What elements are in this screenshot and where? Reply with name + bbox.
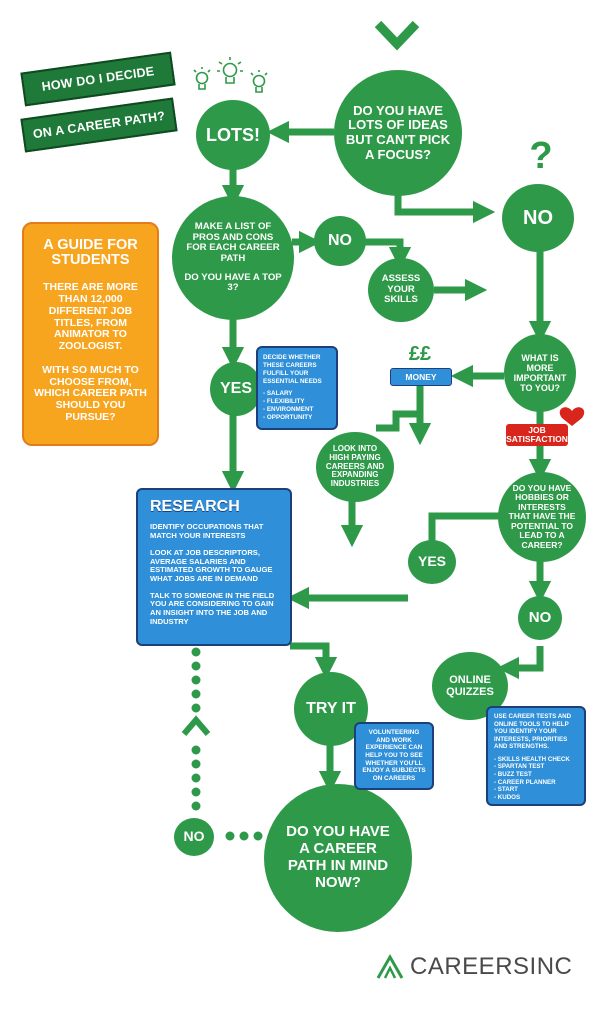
money-tag: MONEY [390,368,452,386]
needs-item: - ENVIRONMENT [263,406,314,414]
money-tag-text: MONEY [405,371,437,382]
career-test-item: - SKILLS HEALTH CHECK [494,755,570,763]
needs-item: - FLEXIBILITY [263,398,305,406]
online-quizzes-text: ONLINE QUIZZES [446,673,494,698]
arrow-no-to-assess [364,238,412,270]
final-question-text: DO YOU HAVE A CAREER PATH IN MIND NOW? [286,823,390,891]
lightbulb-icon [217,57,243,84]
chevron-down-icon [374,20,420,51]
look-into-text: LOOK INTO HIGH PAYING CAREERS AND EXPAND… [325,443,385,489]
list-pros-node: MAKE A LIST OF PROS AND CONS FOR EACH CA… [172,196,294,320]
career-tests-intro: USE CAREER TESTS AND ONLINE TOOLS TO HEL… [494,713,572,751]
logo-mark-icon [376,954,404,979]
line-money-to-lookinto [376,386,424,432]
career-test-item: - BUZZ TEST [494,770,532,778]
assess-skills-text: ASSESS YOUR SKILLS [381,273,421,306]
arrow-no-to-quizzes [496,646,544,680]
start-question-text: DO YOU HAVE LOTS OF IDEAS BUT CAN'T PICK… [345,102,451,162]
career-test-item: - START [494,786,518,794]
research-box: RESEARCH IDENTIFY OCCUPATIONS THAT MATCH… [136,488,292,646]
lots-text: LOTS! [206,124,260,145]
arrow-research-to-tryit [290,642,338,680]
line-hobbies-to-yes [428,512,500,542]
no-mid-text: NO [328,232,352,250]
lots-node: LOTS! [196,100,270,170]
no-right-text: NO [528,608,552,626]
research-paragraph-3: TALK TO SOMEONE IN THE FIELD YOU ARE CON… [150,590,275,626]
start-question-node: DO YOU HAVE LOTS OF IDEAS BUT CAN'T PICK… [334,70,462,196]
career-tests-box: USE CAREER TESTS AND ONLINE TOOLS TO HEL… [486,706,586,806]
final-question-node: DO YOU HAVE A CAREER PATH IN MIND NOW? [264,784,412,932]
career-test-item: - CAREER PLANNER [494,778,556,786]
question-mark-icon: ? [529,135,553,177]
assess-skills-node: ASSESS YOUR SKILLS [368,258,434,322]
career-test-item: - SPARTAN TEST [494,763,545,771]
logo-wordmark: CAREERSINC [410,953,572,981]
volunteering-box: VOLUNTEERING AND WORK EXPERIENCE CAN HEL… [354,722,434,790]
yes-right-node: YES [408,540,456,584]
guide-title: A GUIDE FOR STUDENTS [43,237,138,269]
no-right-node: NO [518,596,562,640]
guide-paragraph-2: WITH SO MUCH TO CHOOSE FROM, WHICH CAREE… [34,363,147,423]
hobbies-question-text: DO YOU HAVE HOBBIES OR INTERESTS THAT HA… [508,482,576,550]
no-top-text: NO [523,206,553,229]
job-satisfaction-text: JOB SATISFACTION [506,425,568,444]
try-it-text: TRY IT [306,700,356,718]
yes-left-node: YES [210,362,262,416]
job-satisfaction-tag: JOB SATISFACTION [506,424,568,446]
pound-icon: ££ [408,343,432,365]
list-pros-text: MAKE A LIST OF PROS AND CONS FOR EACH CA… [186,220,280,264]
no-final-text: NO [183,828,205,845]
lightbulb-icons [193,57,268,93]
important-question-node: WHAT IS MORE IMPORTANT TO YOU? [504,334,576,412]
no-top-node: NO [502,184,574,252]
yes-right-text: YES [417,553,446,570]
logo-word-bold: CAREERS [410,953,530,980]
needs-item: - OPPORTUNITY [263,414,313,422]
look-into-node: LOOK INTO HIGH PAYING CAREERS AND EXPAND… [316,432,394,502]
important-question-text: WHAT IS MORE IMPORTANT TO YOU? [513,352,567,394]
no-final-node: NO [174,818,214,856]
heart-icon [559,407,585,426]
banner-line1-text: HOW DO I DECIDE [40,64,156,94]
chevron-up-icon [181,715,211,736]
dotted-loop [191,647,263,841]
lightbulb-icon [250,70,268,93]
lightbulb-icon [193,67,211,90]
career-test-item: - KUDOS [494,793,521,801]
essential-needs-intro: DECIDE WHETHER THESE CAREERS FULFILL YOU… [263,354,322,385]
hobbies-question-node: DO YOU HAVE HOBBIES OR INTERESTS THAT HA… [498,472,586,562]
research-title: RESEARCH [150,498,240,515]
logo-word-light: INC [529,953,573,980]
careersinc-logo: CAREERSINC [376,953,572,981]
guide-paragraph-1: THERE ARE MORE THAN 12,000 DIFFERENT JOB… [43,281,138,353]
essential-needs-box: DECIDE WHETHER THESE CAREERS FULFILL YOU… [256,346,338,430]
volunteering-text: VOLUNTEERING AND WORK EXPERIENCE CAN HEL… [362,729,426,783]
top3-question-text: DO YOU HAVE A TOP 3? [184,271,282,294]
research-paragraph-1: IDENTIFY OCCUPATIONS THAT MATCH YOUR INT… [150,522,264,541]
no-mid-node: NO [314,216,366,266]
guide-box: A GUIDE FOR STUDENTS THERE ARE MORE THAN… [22,222,159,446]
research-paragraph-2: LOOK AT JOB DESCRIPTORS, AVERAGE SALARIE… [150,547,273,583]
yes-left-text: YES [219,380,252,398]
needs-item: - SALARY [263,390,293,398]
